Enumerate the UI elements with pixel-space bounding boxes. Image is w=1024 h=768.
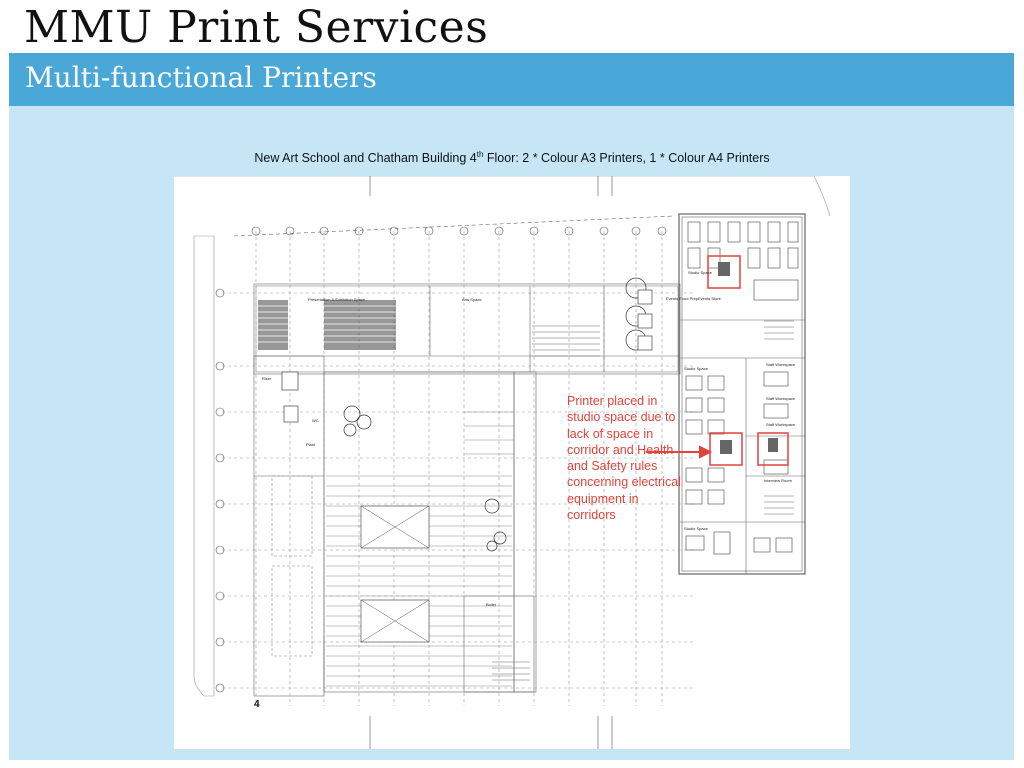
printer-annotation: Printer placed in studio space due to la… [567,394,681,523]
section-banner: Multi-functional Printers [9,53,1014,106]
room-label-staff-b: Staff Workspace [766,396,796,401]
floor-plan-drawing [174,176,831,749]
floor-caption: New Art School and Chatham Building 4th … [0,150,1024,165]
room-label-staff-a: Staff Workspace [766,362,796,367]
room-label-events-food: Events Food Prep [666,296,699,301]
room-label-arts: Arts Space [462,297,482,302]
room-label-studio-low: Studio Space [684,526,708,531]
room-label-events-store: Events Store [698,296,721,301]
room-label-interview: Interview Room [764,478,792,483]
room-label-studio-mid: Studio Space [684,366,708,371]
caption-suffix: Floor: 2 * Colour A3 Printers, 1 * Colou… [483,151,770,166]
room-label-wc: WC [312,418,319,423]
room-label-boiler: Boiler [486,602,497,607]
printer-marker-studio [709,432,743,466]
banner-title: Multi-functional Printers [25,61,377,94]
room-label-studio-top: Studio Space [688,270,712,275]
page-title: MMU Print Services [24,2,489,53]
room-label-riser: Riser [262,376,272,381]
printer-marker-staff [757,432,789,466]
room-label-presentation: Presentation & Exhibition Space [308,297,366,302]
room-label-plant: Plant [306,442,316,447]
printer-marker-top [707,255,741,289]
floor-plan: Presentation & Exhibition Space Arts Spa… [174,176,850,749]
caption-prefix: New Art School and Chatham Building 4 [254,151,477,166]
caption-superscript: th [476,150,484,159]
floor-number: 4 [254,699,260,710]
room-label-staff-c: Staff Workspace [766,422,796,427]
